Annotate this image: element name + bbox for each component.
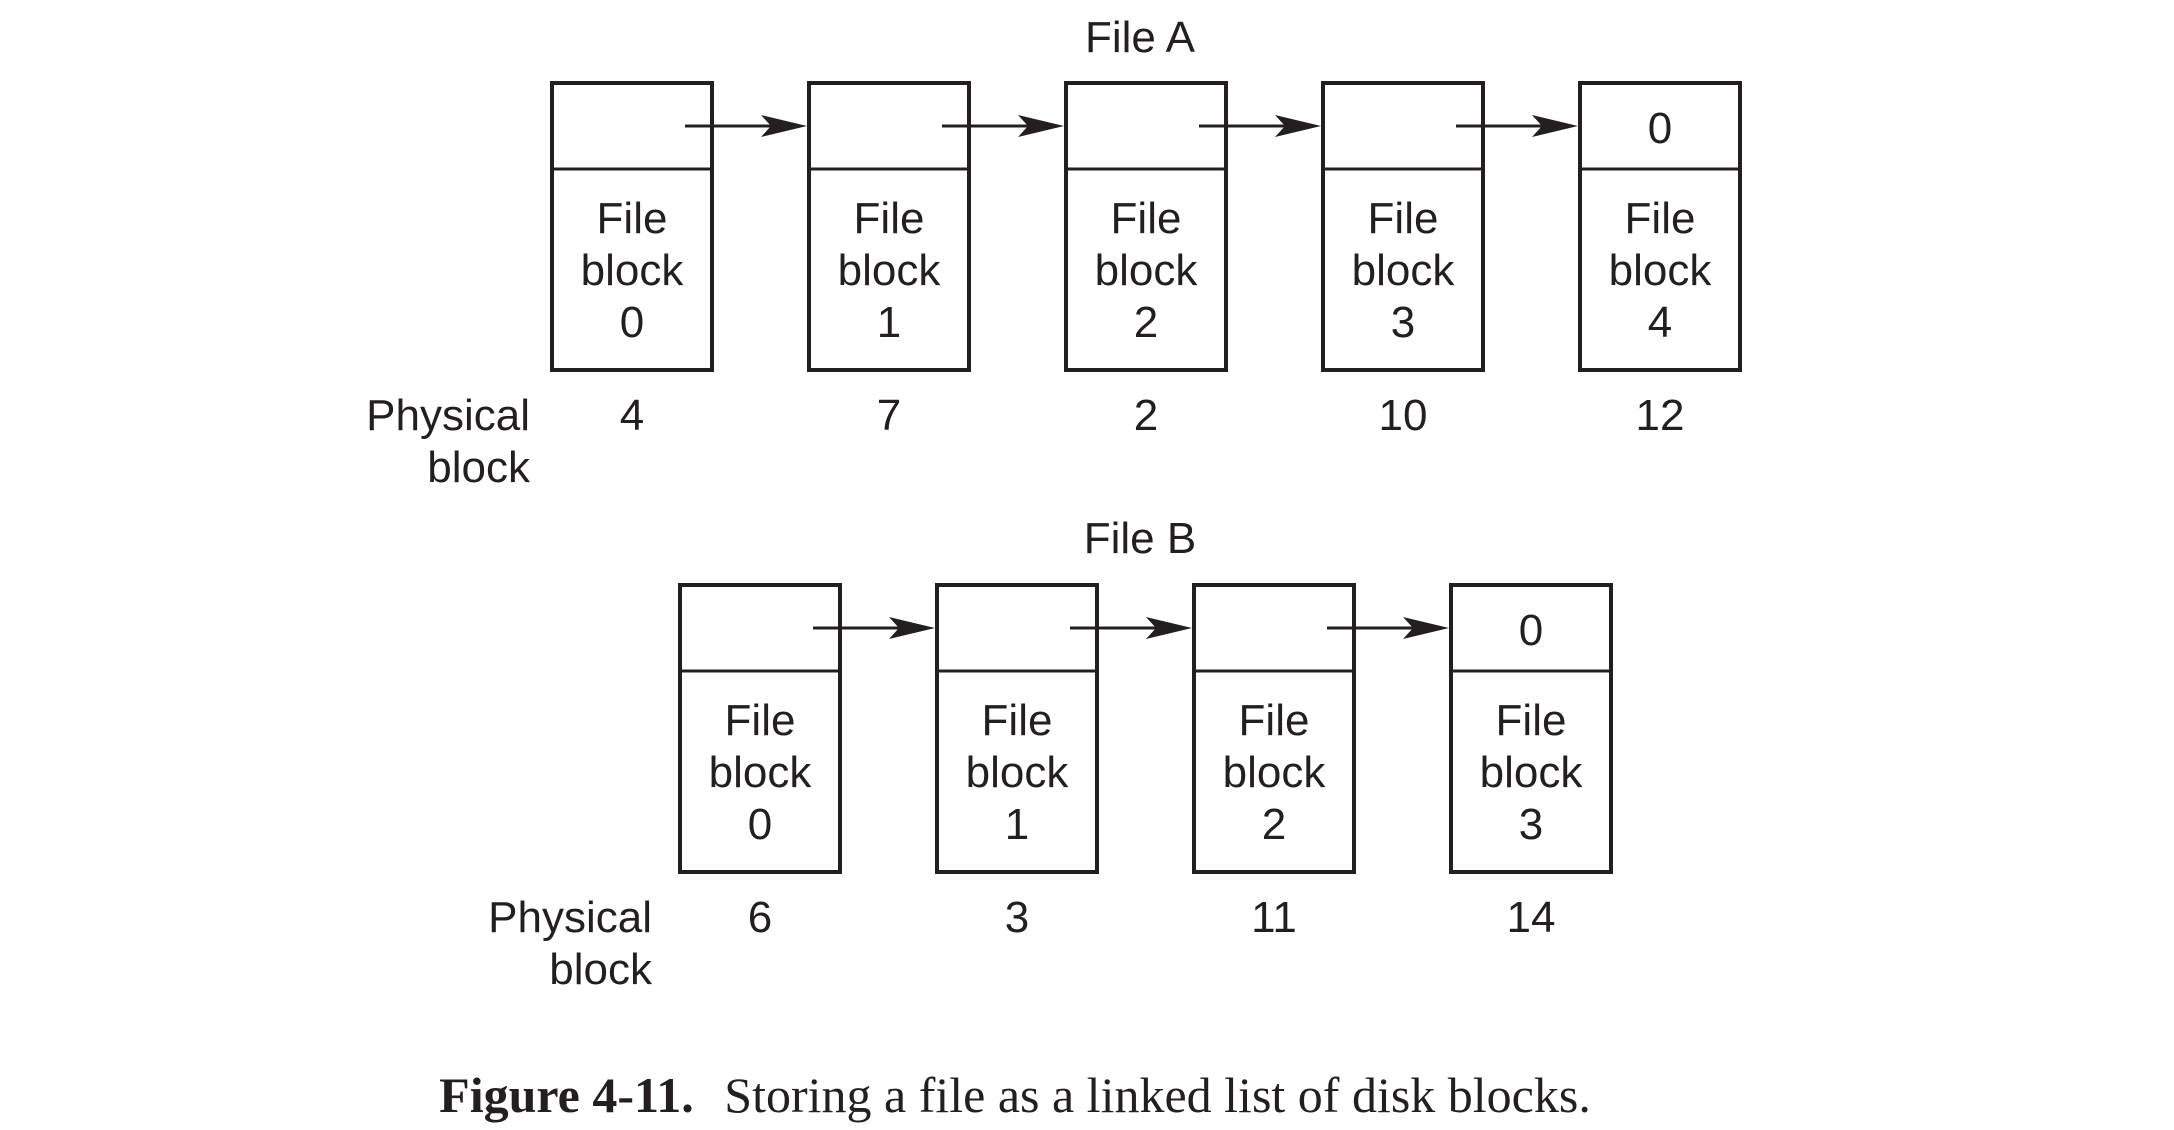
file-a-block-0-label-line1: File xyxy=(597,194,668,243)
file-b-block-1-label-line2: block xyxy=(966,748,1070,797)
file-a-block-1-physical: 7 xyxy=(877,391,901,440)
figure-caption-label: Figure 4-11. xyxy=(439,1067,694,1123)
file-a-block-4-physical: 12 xyxy=(1636,391,1685,440)
file-a-block-2-label-line3: 2 xyxy=(1134,298,1158,347)
file-a-block-3-label-line1: File xyxy=(1368,194,1439,243)
figure-caption: Figure 4-11. Storing a file as a linked … xyxy=(439,1067,1591,1123)
file-b-block-2-physical: 11 xyxy=(1251,893,1297,942)
file-a-block-1-box xyxy=(807,81,971,372)
file-b-link-2-arrowhead xyxy=(1403,617,1449,639)
file-a-block-4-label-line2: block xyxy=(1609,246,1713,295)
file-a-block-0-box xyxy=(550,81,714,372)
file-b-block-2-label-line3: 2 xyxy=(1262,800,1286,849)
file-b-block-0-label-line1: File xyxy=(725,696,796,745)
file-a-block-3-label-line3: 3 xyxy=(1391,298,1415,347)
file-b-block-0-box xyxy=(678,583,842,874)
file-b-block-0-label-line3: 0 xyxy=(748,800,772,849)
file-a-block-3-box xyxy=(1321,81,1485,372)
file-b-link-0-arrowhead xyxy=(889,617,935,639)
file-b-block-0-physical: 6 xyxy=(748,893,772,942)
file-a-block-2-physical: 2 xyxy=(1134,391,1158,440)
file-a-block-4-label-line3: 4 xyxy=(1648,298,1672,347)
file-a-link-2-arrowhead xyxy=(1275,115,1321,137)
file-a-block-0-label-line3: 0 xyxy=(620,298,644,347)
file-b-row-label-line2: block xyxy=(549,945,653,994)
file-a-block-2-box xyxy=(1064,81,1228,372)
file-a-block-2-label-line2: block xyxy=(1095,246,1199,295)
file-b-title: File B xyxy=(1084,514,1196,563)
file-b-block-2-box xyxy=(1192,583,1356,874)
file-b-block-1-label-line3: 1 xyxy=(1005,800,1029,849)
file-a-block-0-label-line2: block xyxy=(581,246,685,295)
file-a-link-0-arrowhead xyxy=(761,115,807,137)
file-b-row-label-line1: Physical xyxy=(488,893,652,942)
file-a-row-label-line1: Physical xyxy=(366,391,530,440)
file-b-block-3-pointer: 0 xyxy=(1519,606,1543,655)
file-b-block-3-label-line1: File xyxy=(1496,696,1567,745)
file-a-row-label-line2: block xyxy=(427,443,531,492)
file-a-block-3-label-line2: block xyxy=(1352,246,1456,295)
file-b-block-1-physical: 3 xyxy=(1005,893,1029,942)
file-a-block-2-label-line1: File xyxy=(1111,194,1182,243)
file-b-block-3-label-line2: block xyxy=(1480,748,1584,797)
file-a-block-3-physical: 10 xyxy=(1379,391,1428,440)
file-a-block-1-label-line2: block xyxy=(838,246,942,295)
file-a-block-4-box xyxy=(1578,81,1742,372)
file-a-block-1-label-line1: File xyxy=(854,194,925,243)
file-b-link-1-arrowhead xyxy=(1146,617,1192,639)
file-b-block-1-label-line1: File xyxy=(982,696,1053,745)
file-b-block-3-physical: 14 xyxy=(1507,893,1556,942)
file-b-chain: File BPhysicalblockFileblock06Fileblock1… xyxy=(488,514,1613,994)
file-a-block-1-label-line3: 1 xyxy=(877,298,901,347)
file-b-block-2-label-line2: block xyxy=(1223,748,1327,797)
file-b-block-1-box xyxy=(935,583,1099,874)
file-a-title: File A xyxy=(1085,13,1196,62)
file-a-block-4-pointer: 0 xyxy=(1648,104,1672,153)
file-a-block-0-physical: 4 xyxy=(620,391,644,440)
file-a-link-1-arrowhead xyxy=(1018,115,1064,137)
file-b-block-3-label-line3: 3 xyxy=(1519,800,1543,849)
file-a-block-4-label-line1: File xyxy=(1625,194,1696,243)
file-b-block-0-label-line2: block xyxy=(709,748,813,797)
figure-caption-text: Storing a file as a linked list of disk … xyxy=(724,1067,1591,1123)
file-b-block-3-box xyxy=(1449,583,1613,874)
file-a-link-3-arrowhead xyxy=(1532,115,1578,137)
file-a-chain: File APhysicalblockFileblock04Fileblock1… xyxy=(366,13,1742,492)
file-b-block-2-label-line1: File xyxy=(1239,696,1310,745)
